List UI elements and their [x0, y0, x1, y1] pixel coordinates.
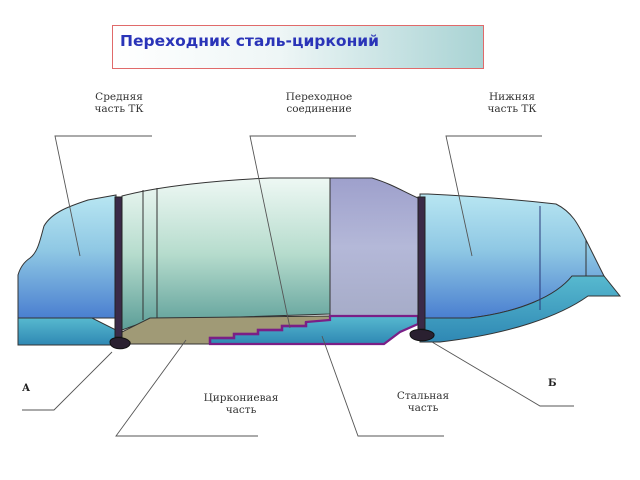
left-rod [114, 196, 123, 338]
middle-part-body [17, 194, 117, 319]
leader-lower [445, 135, 542, 257]
zirconium-tube [121, 177, 331, 331]
right-rod [417, 196, 426, 330]
label-lower-part-line1: Нижняя [488, 91, 536, 103]
label-middle-part-line1: Средняя [95, 91, 143, 103]
leader-middle [54, 135, 152, 257]
label-transition-line1: Переходное [285, 91, 353, 103]
label-steel: Стальная часть [390, 390, 456, 414]
right-rod-foot [409, 329, 435, 342]
leader-b [431, 341, 574, 407]
diagram-title: Переходник сталь-цирконий [120, 32, 380, 50]
label-a: А [22, 383, 31, 394]
label-steel-line2: часть [407, 402, 439, 414]
leader-lines [22, 135, 574, 437]
steel-tube [329, 177, 419, 317]
label-transition: Переходное соединение [282, 91, 356, 115]
label-transition-line2: соединение [286, 103, 352, 115]
middle-part-inner [17, 317, 117, 346]
label-middle-part-line2: часть ТК [94, 103, 144, 115]
label-b: Б [548, 378, 557, 389]
steel-step-outline [208, 322, 308, 344]
label-lower-part-line2: часть ТК [487, 103, 537, 115]
label-zirconium: Циркониевая часть [198, 392, 284, 416]
label-middle-part: Средняя часть ТК [89, 91, 149, 115]
left-rod-foot [109, 337, 131, 350]
leader-steel [321, 335, 444, 437]
label-steel-line1: Стальная [396, 390, 450, 402]
leader-zirconium [115, 339, 258, 437]
label-zirconium-line2: часть [225, 404, 257, 416]
lower-part-inner [419, 275, 622, 343]
label-zirconium-line1: Циркониевая [203, 392, 279, 404]
leader-transition [249, 135, 356, 329]
leader-a [22, 351, 113, 411]
title-box: Переходник сталь-цирконий [112, 25, 484, 69]
label-lower-part: Нижняя часть ТК [482, 91, 542, 115]
